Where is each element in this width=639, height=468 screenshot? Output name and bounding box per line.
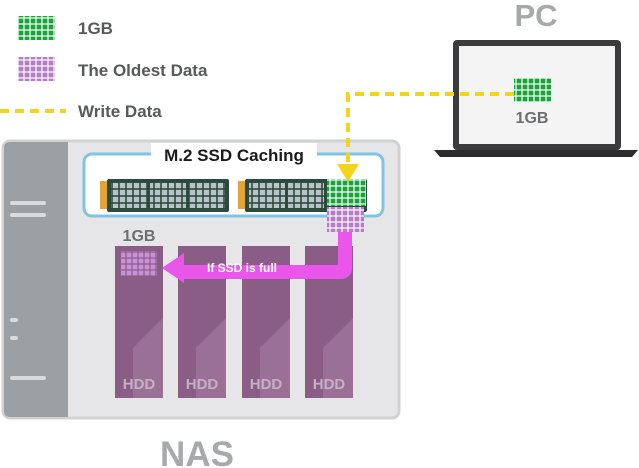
hdd-1-label: HDD xyxy=(123,376,156,393)
legend-purple-block-icon xyxy=(18,57,55,81)
m2-ssd-module-1 xyxy=(100,179,229,212)
ssd-full-arrow: If SSD is full xyxy=(162,232,352,283)
pc: PC 1GB xyxy=(434,0,638,157)
legend-green-block-icon xyxy=(18,16,55,40)
pc-title: PC xyxy=(514,0,557,33)
ssd-new-data-block-icon xyxy=(327,179,366,206)
ssd-label-bg xyxy=(151,143,317,165)
pc-data-block-icon xyxy=(514,78,551,102)
hdd-2-label: HDD xyxy=(186,376,219,393)
hdd-oldest-data-block-icon xyxy=(121,251,157,276)
ssd-oldest-data-block-icon xyxy=(327,207,364,232)
ssd-full-label: If SSD is full xyxy=(207,261,277,275)
m2-ssd-module-2 xyxy=(238,179,367,212)
legend-size-label: 1GB xyxy=(78,19,113,38)
write-data-arrow xyxy=(337,92,514,182)
hdd-4-label: HDD xyxy=(313,376,346,393)
pc-data-label: 1GB xyxy=(516,110,549,127)
nas: M.2 SSD Caching HDD xyxy=(1,139,401,468)
hdd-data-label: 1GB xyxy=(123,228,156,245)
nas-side-vents xyxy=(10,201,46,380)
nas-title: NAS xyxy=(160,435,234,468)
legend: 1GB The Oldest Data Write Data xyxy=(0,16,208,121)
ssd-cache-label: M.2 SSD Caching xyxy=(164,146,304,165)
legend-oldest-label: The Oldest Data xyxy=(78,61,208,80)
hdd-3-label: HDD xyxy=(250,376,283,393)
nas-side-panel xyxy=(4,142,68,417)
legend-write-label: Write Data xyxy=(78,102,162,121)
